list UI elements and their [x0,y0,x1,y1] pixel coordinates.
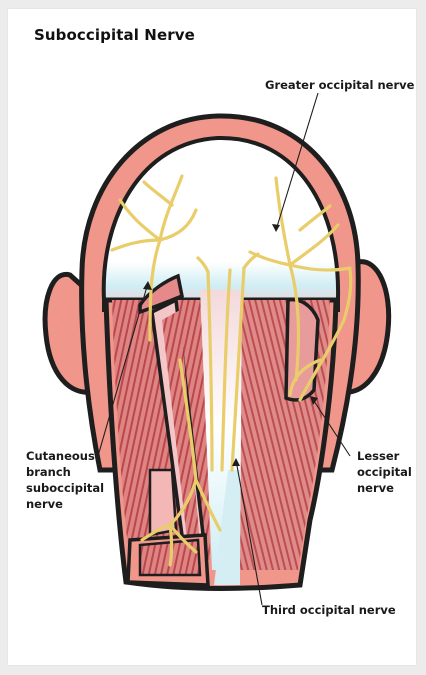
label-lesser-occipital-nerve: Lesser occipital nerve [357,448,412,496]
label-cutaneous-branch: Cutaneous branch suboccipital nerve [26,448,104,512]
label-greater-occipital-nerve: Greater occipital nerve [265,77,414,93]
label-third-occipital-nerve: Third occipital nerve [262,602,396,618]
